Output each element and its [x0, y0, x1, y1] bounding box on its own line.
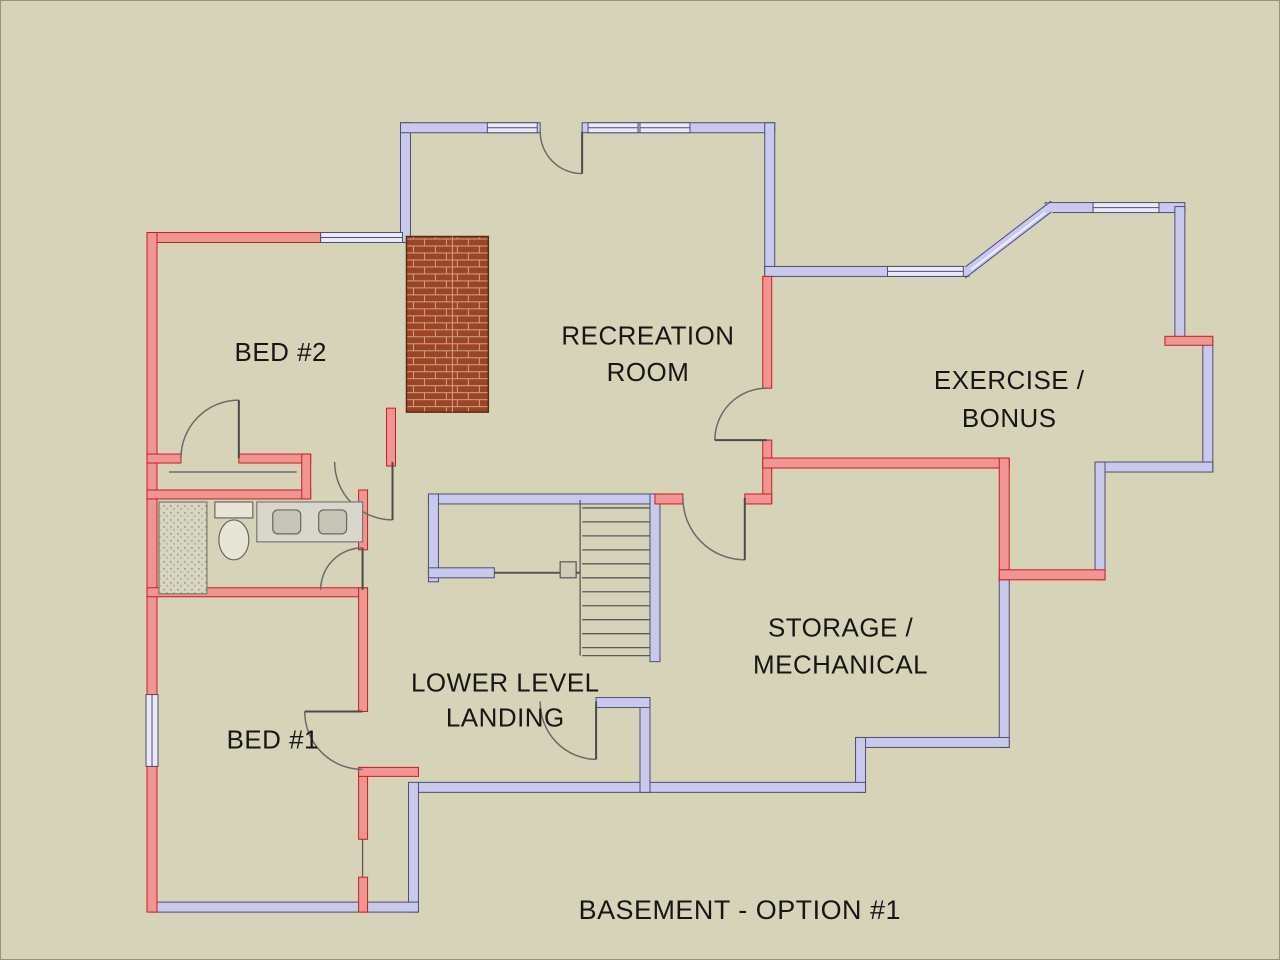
window [639, 122, 691, 134]
angled-bay-edge [965, 211, 1052, 279]
interior-walls-blue [427, 493, 661, 793]
wall-segment [998, 569, 1106, 581]
wall-segment [358, 587, 369, 713]
wall-segment [146, 765, 158, 913]
wall-segment [1094, 461, 1106, 581]
door-swing [303, 710, 363, 771]
vanity-double-sink-icon [256, 501, 364, 543]
newel-post [559, 561, 577, 579]
wall-segment [146, 489, 312, 500]
label-exercise-line2: BONUS [962, 405, 1057, 433]
wall-segment [1174, 206, 1186, 343]
wall-segment [1164, 335, 1214, 346]
doors [180, 131, 767, 878]
wall-segment [358, 766, 369, 840]
wall-segment [764, 122, 776, 277]
windows [145, 122, 1160, 767]
door-swing [714, 387, 767, 442]
wall-segment [427, 493, 658, 505]
window [486, 122, 538, 134]
wall-segment [998, 575, 1010, 748]
label-recreation-line2: ROOM [607, 359, 690, 387]
wall-segment [407, 781, 419, 913]
wall-segment [358, 876, 369, 913]
wall-segment [400, 122, 541, 134]
wall-segment [595, 697, 651, 709]
window [1092, 202, 1160, 214]
wall-segment [744, 493, 773, 505]
room-labels: BED #2 RECREATION ROOM EXERCISE / BONUS … [227, 322, 1085, 925]
wall-segment [150, 901, 419, 913]
wall-segment [649, 493, 661, 663]
wall-segment [301, 453, 312, 500]
label-bed2: BED #2 [235, 339, 327, 367]
brick-fireplace [405, 235, 490, 413]
label-storage-line2: MECHANICAL [753, 652, 928, 680]
wall-segment [639, 697, 651, 793]
label-recreation-line1: RECREATION [561, 322, 734, 350]
wall-segment [654, 493, 684, 505]
angled-bay-wall [961, 202, 1055, 277]
bathroom [158, 471, 364, 595]
wall-segment [146, 232, 322, 243]
door-swing [180, 399, 240, 459]
window [587, 122, 639, 134]
door-swing [539, 701, 598, 761]
shower-icon [158, 501, 208, 595]
label-bed1: BED #1 [227, 726, 319, 754]
window [886, 265, 964, 277]
label-storage-line1: STORAGE / [768, 615, 914, 643]
stair-treads [582, 507, 650, 657]
wall-segment [1202, 339, 1214, 473]
wall-segment [762, 275, 773, 389]
wall-segment [400, 122, 411, 243]
door-swing [682, 497, 746, 561]
label-exercise-line1: EXERCISE / [934, 367, 1085, 395]
plan-title: BASEMENT - OPTION #1 [579, 895, 901, 925]
label-landing-line2: LANDING [446, 704, 565, 732]
wall-segment [998, 457, 1010, 581]
wall-segment [855, 736, 1010, 748]
wall-segment [427, 567, 495, 579]
door-swing [319, 547, 364, 590]
wall-segment [358, 766, 419, 777]
wall-segment [1094, 461, 1214, 473]
wall-segment [146, 453, 182, 464]
wall-segment [427, 493, 439, 583]
toilet-icon [214, 501, 254, 561]
angled-bay-window-glass [970, 211, 1046, 271]
label-landing-line1: LOWER LEVEL [411, 670, 600, 698]
door-swing [539, 131, 584, 175]
window [320, 232, 403, 243]
wall-segment [386, 407, 397, 467]
angled-bay-edge [965, 200, 1052, 268]
staircase [494, 499, 650, 657]
window [145, 694, 159, 767]
wall-segment [238, 453, 312, 464]
brick-chimney-block [405, 235, 490, 413]
wall-segment [762, 457, 1010, 469]
